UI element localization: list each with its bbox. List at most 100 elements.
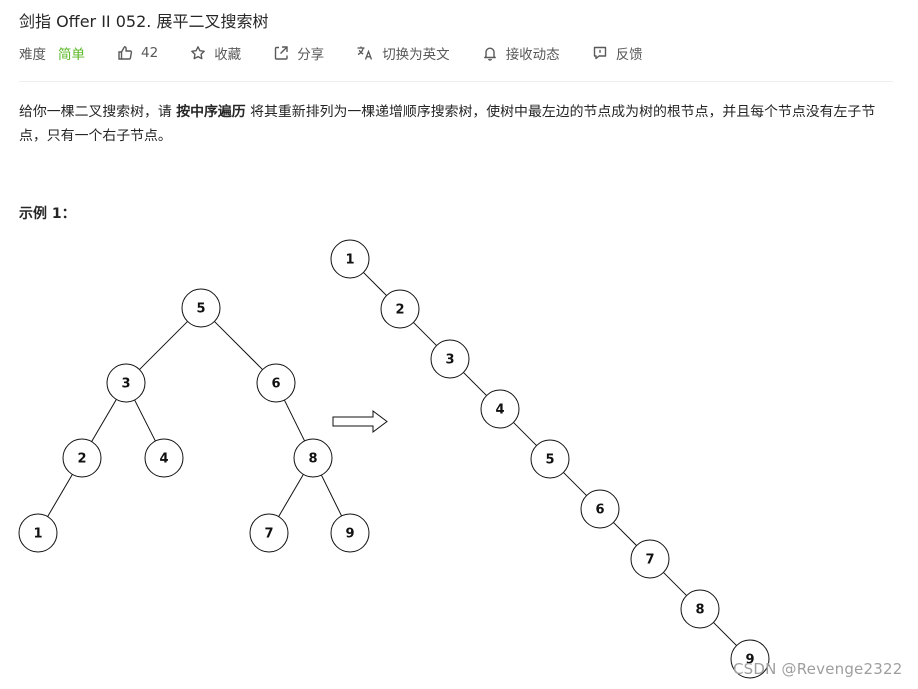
translate-button[interactable]: 切换为英文 (356, 43, 450, 63)
input-tree-edge (214, 321, 263, 370)
favorite-label: 收藏 (214, 47, 242, 63)
input-tree-node-circle (106, 363, 146, 403)
thumbs-up-icon (118, 46, 133, 60)
input-tree-node-label: 1 (33, 527, 42, 542)
transform-arrow (332, 410, 388, 433)
input-tree-node-label: 4 (159, 452, 168, 467)
output-tree-node-label: 1 (345, 253, 354, 268)
input-tree-node-label: 8 (308, 452, 317, 467)
translate-icon (357, 46, 373, 60)
input-tree-edge (278, 474, 304, 517)
output-tree-node-circle (430, 339, 470, 379)
output-tree-node: 3 (430, 339, 470, 379)
input-tree-node-circle (62, 438, 102, 478)
feedback-button[interactable]: 反馈 (592, 43, 643, 63)
input-tree-node: 5 (181, 288, 221, 328)
output-tree-node-circle (630, 539, 670, 579)
input-tree-node-circle (181, 288, 221, 328)
input-tree-node-label: 9 (345, 527, 354, 542)
output-tree-edge (363, 272, 387, 296)
problem-description: 给你一棵二叉搜索树，请 按中序遍历 将其重新排列为一棵递增顺序搜索树，使树中最左… (19, 100, 899, 148)
input-tree-node-label: 3 (121, 377, 130, 392)
share-label: 分享 (297, 47, 325, 63)
subscribe-button[interactable]: 接收动态 (482, 43, 560, 63)
input-tree-edge (91, 399, 117, 442)
output-tree-edge (563, 472, 587, 496)
output-tree-edge (613, 522, 637, 546)
feedback-icon (593, 46, 606, 60)
input-tree-node: 6 (256, 363, 296, 403)
output-tree-node-circle (580, 489, 620, 529)
input-tree-node-circle (293, 438, 333, 478)
input-tree-node-circle (330, 513, 370, 553)
output-tree-node-label: 5 (545, 453, 554, 468)
input-tree-node: 4 (144, 438, 184, 478)
output-tree-edge (663, 572, 687, 596)
output-tree-node: 8 (680, 589, 720, 629)
like-button[interactable]: 42 (117, 45, 158, 61)
input-tree-node-label: 5 (196, 302, 205, 317)
input-tree-edge (134, 399, 156, 442)
output-tree-node: 4 (480, 389, 520, 429)
input-tree-edge (283, 399, 306, 442)
watermark: CSDN @Revenge2322 (733, 660, 903, 678)
input-tree-node-circle (18, 513, 58, 553)
input-tree-node: 3 (106, 363, 146, 403)
output-tree-node-circle (680, 589, 720, 629)
input-tree-edge (320, 474, 343, 517)
output-tree-node-label: 6 (595, 503, 604, 518)
share-icon (274, 46, 288, 60)
output-tree-node-circle (480, 389, 520, 429)
output-tree-node-circle (380, 289, 420, 329)
description-text-1: 给你一棵二叉搜索树，请 (19, 104, 172, 120)
input-tree-node-circle (249, 513, 289, 553)
input-tree-node-circle (144, 438, 184, 478)
input-tree-edge (47, 474, 73, 517)
input-tree-node: 7 (249, 513, 289, 553)
output-tree-node: 1 (330, 239, 370, 279)
output-tree-node-label: 4 (495, 403, 504, 418)
output-tree-node-circle (530, 439, 570, 479)
problem-title: 剑指 Offer II 052. 展平二叉搜索树 (19, 12, 269, 31)
output-tree-edge (413, 322, 437, 346)
output-tree-node: 7 (630, 539, 670, 579)
output-tree-node-label: 3 (445, 353, 454, 368)
output-tree-node-label: 8 (695, 603, 704, 618)
output-tree-node-label: 9 (745, 653, 754, 668)
bell-icon (483, 47, 496, 61)
description-text-2: 将其重新排列为一棵递增顺序搜索树，使树中最左边的节点成为树的根节点，并且每个节点… (19, 104, 876, 144)
share-button[interactable]: 分享 (273, 43, 324, 63)
output-tree-node-label: 7 (645, 553, 654, 568)
output-tree-node: 2 (380, 289, 420, 329)
input-tree-edge (139, 321, 188, 370)
output-tree-node-circle (330, 239, 370, 279)
input-tree-node-label: 6 (271, 377, 280, 392)
output-tree-edge (513, 422, 537, 446)
difficulty-badge: 简单 (58, 47, 85, 63)
output-tree-node: 5 (530, 439, 570, 479)
favorite-button[interactable]: 收藏 (190, 43, 241, 63)
input-tree-node-label: 2 (77, 452, 86, 467)
output-tree-node-label: 2 (395, 303, 404, 318)
input-tree-node: 2 (62, 438, 102, 478)
star-icon (191, 46, 206, 60)
input-tree-node: 8 (293, 438, 333, 478)
example-heading: 示例 1： (19, 206, 76, 222)
output-tree-node: 6 (580, 489, 620, 529)
output-tree-node-circle (730, 639, 770, 679)
description-bold: 按中序遍历 (176, 104, 246, 120)
subscribe-label: 接收动态 (505, 47, 560, 63)
input-tree-node: 9 (330, 513, 370, 553)
output-tree-edge (463, 372, 487, 396)
output-tree-edge (713, 622, 737, 646)
header-divider (19, 81, 893, 82)
input-tree-node: 1 (18, 513, 58, 553)
output-tree-node: 9 (730, 639, 770, 679)
difficulty-label: 难度 (19, 47, 46, 63)
feedback-label: 反馈 (615, 47, 643, 63)
problem-meta-bar: 难度 简单 42 收藏 分享 切换为英文 (19, 42, 675, 64)
like-count: 42 (141, 45, 159, 61)
input-tree-node-circle (256, 363, 296, 403)
input-tree-node-label: 7 (264, 527, 273, 542)
